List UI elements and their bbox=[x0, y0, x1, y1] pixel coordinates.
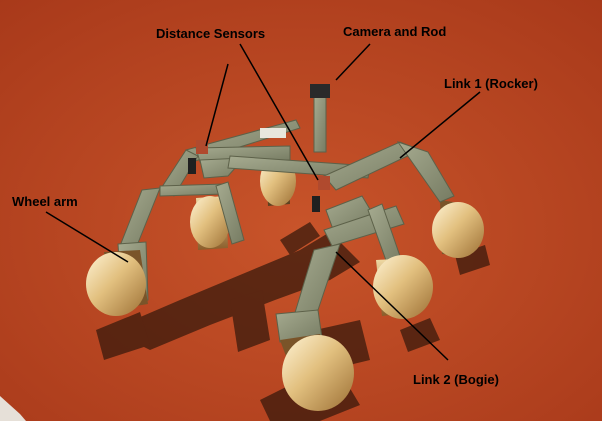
sensors bbox=[188, 84, 330, 212]
leader-wheel-arm bbox=[45, 211, 129, 263]
right-rocker-back bbox=[396, 141, 455, 203]
ground-corner-patch bbox=[0, 396, 26, 421]
chassis-plate bbox=[260, 128, 286, 138]
label-link2-bogie: Link 2 (Bogie) bbox=[413, 372, 499, 387]
distance-sensor-center bbox=[318, 176, 330, 190]
wheel-front-right bbox=[280, 334, 354, 411]
wheel-front-left bbox=[86, 250, 148, 316]
distance-sensor-left-mount bbox=[188, 158, 196, 174]
label-camera-and-rod: Camera and Rod bbox=[343, 24, 447, 39]
camera bbox=[310, 84, 330, 98]
wheel-back-right bbox=[432, 200, 484, 258]
label-wheel-arm: Wheel arm bbox=[12, 194, 78, 209]
leader-camera-and-rod bbox=[335, 43, 371, 81]
left-bogie-rear bbox=[215, 181, 245, 245]
leader-distance-sensors-left bbox=[205, 63, 229, 147]
leader-link2 bbox=[335, 251, 449, 361]
wheel-middle-right bbox=[373, 255, 433, 319]
leader-distance-sensors-center bbox=[239, 43, 319, 181]
left-rocker-lower bbox=[159, 183, 225, 197]
rover-shadow bbox=[96, 222, 490, 421]
distance-sensor-left bbox=[196, 140, 208, 154]
label-distance-sensors: Distance Sensors bbox=[156, 26, 266, 41]
camera-rod bbox=[313, 95, 327, 153]
callout-lines bbox=[45, 43, 481, 361]
leader-link1 bbox=[399, 91, 481, 159]
wheel-back-left bbox=[190, 196, 230, 250]
label-link1-rocker: Link 1 (Rocker) bbox=[444, 76, 538, 91]
distance-sensor-center-mount bbox=[312, 196, 320, 212]
